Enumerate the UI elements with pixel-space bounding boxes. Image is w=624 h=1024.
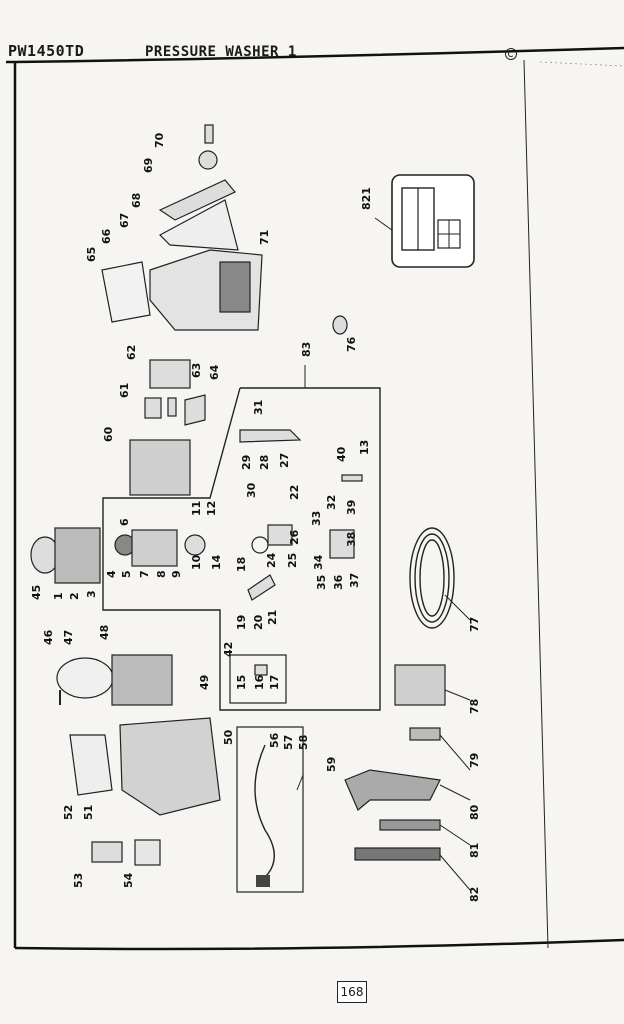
- callout-59: 59: [325, 757, 338, 772]
- callout-9: 9: [170, 570, 183, 578]
- callout-58: 58: [297, 735, 310, 750]
- callout-38: 38: [345, 532, 358, 547]
- callout-40: 40: [335, 446, 348, 462]
- callout-39: 39: [345, 500, 358, 515]
- callout-26: 26: [288, 529, 301, 545]
- callout-80: 80: [468, 804, 481, 820]
- callout-22: 22: [288, 485, 301, 500]
- callout-21: 21: [266, 610, 279, 625]
- callout-64: 64: [208, 364, 221, 380]
- callout-45: 45: [30, 585, 43, 600]
- callout-13: 13: [358, 440, 371, 455]
- callout-62: 62: [125, 345, 138, 360]
- callout-16: 16: [253, 674, 266, 690]
- callout-17: 17: [268, 675, 281, 690]
- callout-31: 31: [252, 400, 265, 415]
- callout-66: 66: [100, 228, 113, 244]
- callout-54: 54: [122, 872, 135, 888]
- callout-6: 6: [118, 518, 131, 526]
- callout-35: 35: [315, 575, 328, 590]
- model-number: PW1450TD: [8, 42, 85, 60]
- callout-78: 78: [468, 699, 481, 714]
- callout-18: 18: [235, 557, 248, 572]
- callout-15: 15: [235, 675, 248, 690]
- callout-83: 83: [300, 342, 313, 357]
- callout-42: 42: [222, 642, 235, 657]
- callout-68: 68: [130, 193, 143, 208]
- callout-19: 19: [235, 615, 248, 630]
- callout-69: 69: [142, 158, 155, 173]
- callout-34: 34: [312, 554, 325, 570]
- callout-4: 4: [105, 570, 118, 578]
- callout-52: 52: [62, 805, 75, 820]
- callout-82: 82: [468, 887, 481, 902]
- callout-51: 51: [82, 805, 95, 820]
- callout-48: 48: [98, 625, 111, 640]
- callout-65: 65: [85, 247, 98, 262]
- page-title: PRESSURE WASHER 1: [145, 44, 297, 60]
- callout-25: 25: [286, 553, 299, 568]
- callout-37: 37: [348, 573, 361, 588]
- callout-70: 70: [153, 132, 166, 148]
- callout-71: 71: [258, 230, 271, 245]
- callout-56: 56: [268, 732, 281, 748]
- callout-7: 7: [138, 570, 151, 578]
- callout-1: 1: [52, 592, 65, 600]
- callout-57: 57: [282, 735, 295, 750]
- callout-47: 47: [62, 630, 75, 645]
- callout-12: 12: [205, 501, 218, 516]
- callout-67: 67: [118, 213, 131, 228]
- callout-10: 10: [190, 554, 203, 570]
- callout-33: 33: [310, 511, 323, 526]
- callout-49: 49: [198, 675, 211, 690]
- callout-3: 3: [85, 590, 98, 598]
- callout-20: 20: [252, 614, 265, 630]
- callout-28: 28: [258, 455, 271, 470]
- callout-29: 29: [240, 455, 253, 470]
- callout-53: 53: [72, 873, 85, 888]
- callout-63: 63: [190, 363, 203, 378]
- callout-24: 24: [265, 552, 278, 568]
- page-number: 168: [337, 981, 367, 1003]
- callout-8: 8: [155, 570, 168, 578]
- callout-label-plate: 821: [360, 187, 373, 210]
- callout-61: 61: [118, 383, 131, 398]
- callout-32: 32: [325, 495, 338, 510]
- callout-81: 81: [468, 843, 481, 858]
- callout-11: 11: [190, 501, 203, 516]
- callout-46: 46: [42, 629, 55, 645]
- callout-77: 77: [468, 617, 481, 632]
- callout-60: 60: [102, 426, 115, 442]
- callout-30: 30: [245, 482, 258, 498]
- callout-76: 76: [345, 336, 358, 352]
- callout-79: 79: [468, 753, 481, 768]
- callout-50: 50: [222, 729, 235, 745]
- callout-5: 5: [120, 570, 133, 578]
- callout-14: 14: [210, 554, 223, 570]
- callout-36: 36: [332, 574, 345, 590]
- callout-27: 27: [278, 453, 291, 468]
- callout-2: 2: [68, 592, 81, 600]
